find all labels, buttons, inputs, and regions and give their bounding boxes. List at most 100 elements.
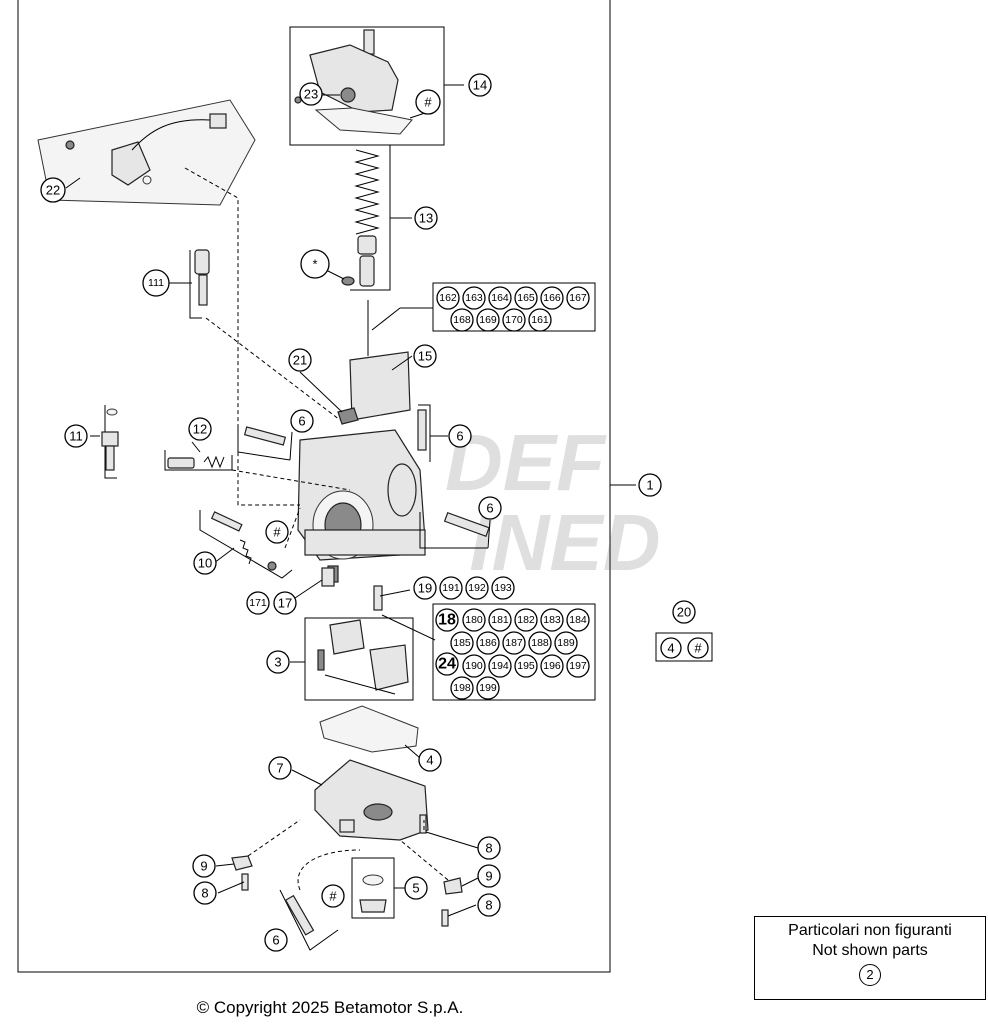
callout-group18-184: 184 (566, 608, 590, 632)
callout-hash3-circle (321, 884, 345, 908)
part-22-sensor (65, 113, 227, 186)
part-6-tube-a (243, 426, 287, 446)
callout-group162-166-circle (540, 286, 564, 310)
callout-c17: 17 (273, 591, 297, 615)
callout-c4b-label: 4 (667, 641, 674, 656)
callout-c11-circle (64, 424, 88, 448)
callout-c6d-label: 6 (272, 933, 279, 948)
callout-c19: 19 (413, 576, 437, 600)
callout-group19-191-label: 191 (442, 582, 460, 594)
callout-group162-162-circle (436, 286, 460, 310)
callout-group162-170-circle (502, 308, 526, 332)
callout-c12-circle (188, 417, 212, 441)
part-15-slide (349, 351, 411, 421)
watermark: DEF INED (445, 418, 661, 587)
callout-c23-label: 23 (304, 87, 318, 102)
callout-c21-circle (288, 348, 312, 372)
callout-hash4-label: # (694, 641, 702, 656)
callout-c9b: 9 (477, 864, 501, 888)
callout-c6a: 6 (290, 409, 314, 433)
callout-group19-191-circle (439, 576, 463, 600)
callout-group162-167-circle (566, 286, 590, 310)
callout-hash2-label: # (273, 525, 281, 540)
callout-group18-199-label: 199 (479, 682, 497, 694)
callout-group162-169-circle (476, 308, 500, 332)
callout-group18-190: 190 (462, 654, 486, 678)
callout-c11-label: 11 (69, 429, 83, 444)
callout-c10: 10 (193, 551, 217, 575)
callout-group162-165: 165 (514, 286, 538, 310)
callout-hash1-circle (415, 89, 441, 115)
callout-group162-163-circle (462, 286, 486, 310)
part-11-jet (101, 408, 119, 471)
part-111-screw (194, 249, 210, 306)
callout-group18-194-circle (488, 654, 512, 678)
callout-c9a-circle (192, 854, 216, 878)
callout-c14-circle (468, 73, 492, 97)
callout-group162-162: 162 (436, 286, 460, 310)
callout-group19-193-circle (491, 576, 515, 600)
callout-group18-186: 186 (476, 631, 500, 655)
callout-c4-circle (418, 748, 442, 772)
callout-c9b-circle (477, 864, 501, 888)
callout-c8b: 8 (193, 881, 217, 905)
callout-hash1-label: # (424, 95, 432, 110)
callout-group19-191: 191 (439, 576, 463, 600)
callout-c111-label: 111 (148, 277, 164, 289)
callout-group19-193: 193 (491, 576, 515, 600)
part-7-float-bowl (314, 759, 429, 841)
callout-c21-label: 21 (293, 353, 307, 368)
callout-group18-185-label: 185 (453, 637, 471, 649)
callout-c8c-circle (477, 893, 501, 917)
part-23-screw (294, 96, 302, 104)
callout-c18: 18 (435, 608, 459, 632)
callout-c22-circle (40, 177, 66, 203)
callout-c20-circle (672, 600, 696, 624)
callout-group18-186-label: 186 (479, 637, 497, 649)
callout-c6a-circle (290, 409, 314, 433)
callout-c1-label: 1 (646, 478, 653, 493)
callout-c8c: 8 (477, 893, 501, 917)
callout-group18-183-circle (540, 608, 564, 632)
callout-group18-190-label: 190 (465, 660, 483, 672)
callout-hash1: # (415, 89, 441, 115)
callout-group162-165-label: 165 (517, 292, 535, 304)
callout-group18-189-label: 189 (557, 637, 575, 649)
callout-c9a-label: 9 (200, 859, 207, 874)
callout-group18-187-circle (502, 631, 526, 655)
callout-group18-196-label: 196 (543, 660, 561, 672)
callout-group18-184-label: 184 (569, 614, 587, 626)
part-8-9-bowl-screws (231, 814, 463, 927)
part-5-drain-plug (359, 874, 387, 913)
callout-c19-label: 19 (418, 581, 432, 596)
callout-group18-182-label: 182 (517, 614, 535, 626)
callout-group18-196-circle (540, 654, 564, 678)
callout-c6a-label: 6 (298, 414, 305, 429)
callout-group18-187-label: 187 (505, 637, 523, 649)
callout-group18-188-circle (528, 631, 552, 655)
part-6-tube-b (417, 409, 427, 451)
callout-group18-198-label: 198 (453, 682, 471, 694)
callout-group18-180-circle (462, 608, 486, 632)
copyright-text: © Copyright 2025 Betamotor S.p.A. (196, 998, 464, 1017)
callout-group18-189-circle (554, 631, 578, 655)
callout-group19-192-label: 192 (468, 582, 486, 594)
callout-group18-198: 198 (450, 676, 474, 700)
callout-c17-label: 17 (278, 596, 292, 611)
callout-c4-label: 4 (426, 753, 433, 768)
callout-group18-194-label: 194 (491, 660, 509, 672)
callout-group162-163-label: 163 (465, 292, 483, 304)
callout-c9b-label: 9 (485, 869, 492, 884)
callout-c171-circle (246, 591, 270, 615)
callout-c18-circle (435, 608, 459, 632)
not-shown-parts-box: Particolari non figuranti Not shown part… (754, 916, 986, 1000)
callout-group18-184-circle (566, 608, 590, 632)
callout-c7: 7 (268, 756, 292, 780)
part-14-cap (309, 29, 413, 135)
callout-group18-195: 195 (514, 654, 538, 678)
callout-c7-circle (268, 756, 292, 780)
callout-group19-193-label: 193 (494, 582, 512, 594)
callout-c15-circle (413, 344, 437, 368)
callout-c20-label: 20 (677, 605, 691, 620)
